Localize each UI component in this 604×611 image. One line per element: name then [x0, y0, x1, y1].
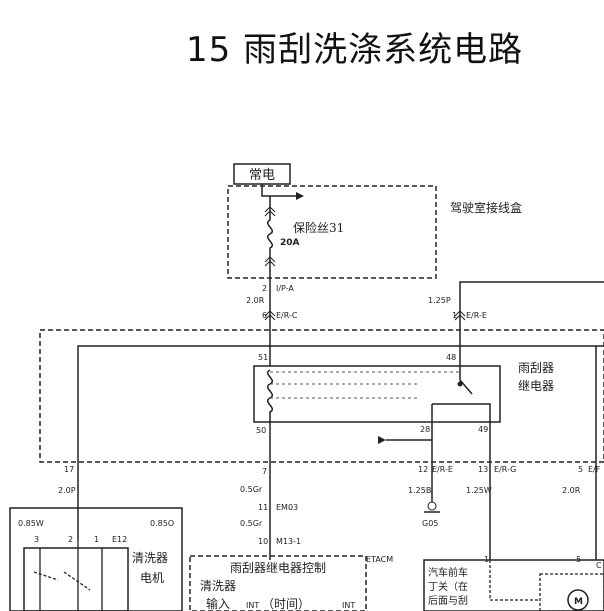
- relay-label-line2: 继电器: [518, 379, 554, 393]
- pin-50: 50: [256, 426, 266, 435]
- module-inner-rail: [77, 345, 604, 460]
- ground-arrow-icon: [378, 436, 386, 444]
- ground-icon: [427, 501, 437, 511]
- pin-17: 17: [64, 465, 74, 474]
- connector-e12: E12: [112, 535, 127, 544]
- washer-switch-box: [23, 547, 129, 611]
- wiper-motor-line3: 后面与刮: [428, 594, 468, 607]
- wire-0-85o: 0.85O: [150, 519, 174, 528]
- wire-0-5gr-a: 0.5Gr: [240, 485, 263, 494]
- washer-motor-label-line2: 电机: [140, 571, 164, 585]
- pin-10: 10: [258, 537, 268, 546]
- fuse-rating: 20A: [280, 238, 300, 248]
- connector-er-e2: E/R-E: [432, 465, 453, 474]
- power-wire: [261, 184, 296, 197]
- relay-control-box: [189, 555, 367, 611]
- right-feed-wire: [459, 281, 604, 300]
- pin-1: 1: [452, 311, 457, 320]
- motor-symbol: M: [574, 597, 583, 607]
- connector-c-tag: C: [596, 561, 602, 570]
- pin-7: 7: [262, 467, 267, 476]
- wiper-motor-box: [423, 559, 604, 611]
- module-outline: [39, 329, 604, 463]
- connector-er-e: E/R-E: [466, 311, 487, 320]
- wire-0-5gr-b: 0.5Gr: [240, 519, 263, 528]
- pin-1b: 1: [94, 535, 99, 544]
- connector-ip-a: I/P-A: [276, 284, 294, 293]
- wiper-motor-line1: 汽车前车: [428, 566, 468, 579]
- relay-box: [253, 365, 501, 423]
- wiper-switch-wires: [489, 560, 540, 601]
- pin-11: 11: [258, 503, 268, 512]
- pin-5b: 5: [576, 555, 581, 564]
- relay-output-wires: [431, 403, 491, 440]
- wire-0-85w: 0.85W: [18, 519, 44, 528]
- connector-e-f: E/F: [588, 465, 601, 474]
- pin-1c: 1: [484, 555, 489, 564]
- connector-chevron: [264, 206, 276, 217]
- int-label-b: INT: [342, 601, 355, 610]
- washer-internal-wires: [39, 540, 103, 611]
- pin-48: 48: [446, 353, 456, 362]
- connector-em03: EM03: [276, 503, 298, 512]
- wiper-motor-line2: 丁关（在: [428, 580, 468, 593]
- connector-er-g: E/R-G: [494, 465, 516, 474]
- fuse-name: 保险丝31: [293, 220, 344, 235]
- pin-13: 13: [478, 465, 488, 474]
- relay-switch-arm: [459, 362, 473, 395]
- pin-2: 2: [262, 284, 267, 293]
- page-title: 15 雨刮洗涤系统电路: [186, 30, 524, 70]
- wire-1-25b: 1.25B: [408, 486, 431, 495]
- pin-6: 6: [262, 311, 267, 320]
- wire-2-0r-b: 2.0R: [562, 486, 581, 495]
- int-label-a: INT: [246, 601, 259, 610]
- connector-er-c: E/R-C: [276, 311, 298, 320]
- time-label: （时间）: [262, 597, 310, 611]
- wire-2-0p: 2.0P: [58, 486, 76, 495]
- wiper-motor-housing: [539, 573, 604, 611]
- junction-box-outline: [227, 185, 437, 279]
- washer-input-line2: 输入: [206, 596, 230, 611]
- washer-switch-contacts: [33, 571, 91, 591]
- washer-input-line1: 清洗器: [200, 579, 236, 593]
- pin-28: 28: [420, 425, 430, 434]
- etacm-label: ETACM: [366, 555, 393, 564]
- power-arrow-icon: [296, 192, 304, 200]
- connector-m13-1: M13-1: [276, 537, 301, 546]
- pin-5: 5: [578, 465, 583, 474]
- relay-control-label: 雨刮器继电器控制: [230, 561, 326, 575]
- pin-12: 12: [418, 465, 428, 474]
- pin-2b: 2: [68, 535, 73, 544]
- relay-linkage: [270, 371, 460, 399]
- connector-chevron: [264, 256, 276, 267]
- motor-icon: [567, 589, 589, 611]
- junction-box-label: 驾驶室接线盒: [450, 200, 522, 215]
- pin-3: 3: [34, 535, 39, 544]
- pin-51: 51: [258, 353, 268, 362]
- wire-2-0r: 2.0R: [246, 296, 265, 305]
- wire-1-25w: 1.25W: [466, 486, 492, 495]
- relay-label-line1: 雨刮器: [518, 361, 554, 375]
- relay-contact: [457, 381, 463, 387]
- fuse-symbol: [267, 196, 273, 282]
- washer-motor-box: [9, 507, 183, 611]
- washer-motor-label-line1: 清洗器: [132, 551, 168, 565]
- power-source-label: 常电: [249, 168, 275, 183]
- ground-g05: G05: [422, 519, 438, 528]
- relay-coil: [267, 350, 273, 440]
- pin-49: 49: [478, 425, 488, 434]
- wire-1-25p: 1.25P: [428, 296, 451, 305]
